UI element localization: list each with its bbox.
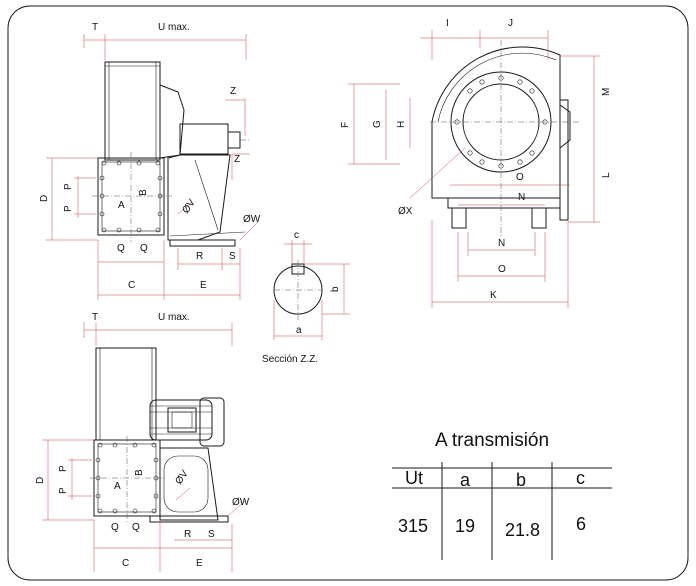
fan-housing [104,61,161,161]
dim-label-v-2: ØV [173,468,190,486]
dim-label-q1-2: Q [111,522,119,533]
dim-label-p2-2: P [58,487,69,494]
dim-label-p1-2: P [58,465,69,472]
side-outlet-flange [559,99,569,221]
section-caption: Sección Z.Z. [262,354,318,365]
dim-label-j: J [508,18,513,29]
bearing-box [179,123,229,155]
dim-label-c-key: c [294,230,299,241]
motor-end-cap [199,397,225,447]
cell-a: 19 [455,516,475,536]
dim-label-p1: P [63,183,74,190]
cell-c: 6 [576,514,586,534]
dim-label-m: M [601,88,612,96]
section-zz: c b a Sección Z.Z. [262,230,350,365]
dim-label-u-max-2: U max. [158,312,190,323]
dim-label-a: A [118,200,125,211]
header-c: c [576,468,585,488]
side-base [447,197,561,209]
dim-label-k: K [490,290,497,301]
dim-label-b-key: b [330,286,341,292]
header-b: b [516,470,526,490]
cell-b: 21.8 [505,520,540,540]
dim-label-d-2: D [35,477,46,484]
dim-label-z-lower: Z [234,154,240,165]
base-plate-2 [149,515,229,523]
dim-label-p2: P [63,205,74,212]
dim-label-c: C [128,280,135,291]
motor-terminal-box [167,407,197,433]
header-ut: Ut [405,468,423,488]
sheet-frame [7,5,689,581]
dim-label-s: S [229,251,236,262]
dim-label-x: ØX [398,206,413,217]
dim-label-a-key: a [296,325,302,336]
dim-label-q2: Q [140,243,148,254]
dim-label-r-2: R [184,529,191,540]
volute-housing [431,46,571,199]
dim-label-e: E [200,280,207,291]
dim-label-n-lower: N [498,238,505,249]
dim-label-t: T [92,22,98,33]
dim-label-s-2: S [208,529,215,540]
side-view: I J M F G H L ØX O N N O K [340,18,612,308]
dim-label-q2-2: Q [132,522,140,533]
dim-label-w: ØW [243,214,261,225]
dim-label-f: F [340,122,351,128]
pedestal [167,154,231,241]
header-a: a [460,470,471,490]
shaft [227,131,241,149]
dim-label-z-upper: Z [230,86,236,97]
top-left-view: T U max. Z Z D P P A B ØV ØW Q Q C R S E [39,22,261,300]
bottom-left-view: T U max. D P P A B ØV ØW Q Q R S C E [35,312,250,572]
dim-label-r: R [196,251,203,262]
fan-housing-2 [95,347,157,441]
dim-label-d: D [39,195,50,202]
pedestal-2 [159,447,219,521]
dim-label-l: L [601,172,612,178]
dim-label-b-2: B [134,469,145,476]
dim-label-v: ØV [180,197,197,215]
dim-label-a-2: A [114,481,121,492]
transmission-table: A transmisión Ut a b c 315 19 21.8 6 [392,430,612,560]
cell-ut: 315 [398,516,428,536]
dim-label-q1: Q [117,243,125,254]
dim-label-h: H [396,121,407,128]
dim-label-c-2: C [122,558,129,569]
motor-body [149,399,213,441]
base-plate [169,239,236,247]
dim-label-t-2: T [92,312,98,323]
dim-label-n-upper: N [518,192,525,203]
dim-label-g: G [372,120,383,128]
dim-label-o-lower: O [498,264,506,275]
dim-label-b: B [138,189,149,196]
dim-label-u-max: U max. [158,22,190,33]
dim-label-i: I [446,18,449,29]
bearing-support [159,84,185,159]
dim-label-o-upper: O [516,172,524,183]
dim-label-e-2: E [196,558,203,569]
table-title: A transmisión [435,430,549,451]
dim-label-w-2: ØW [232,497,250,508]
